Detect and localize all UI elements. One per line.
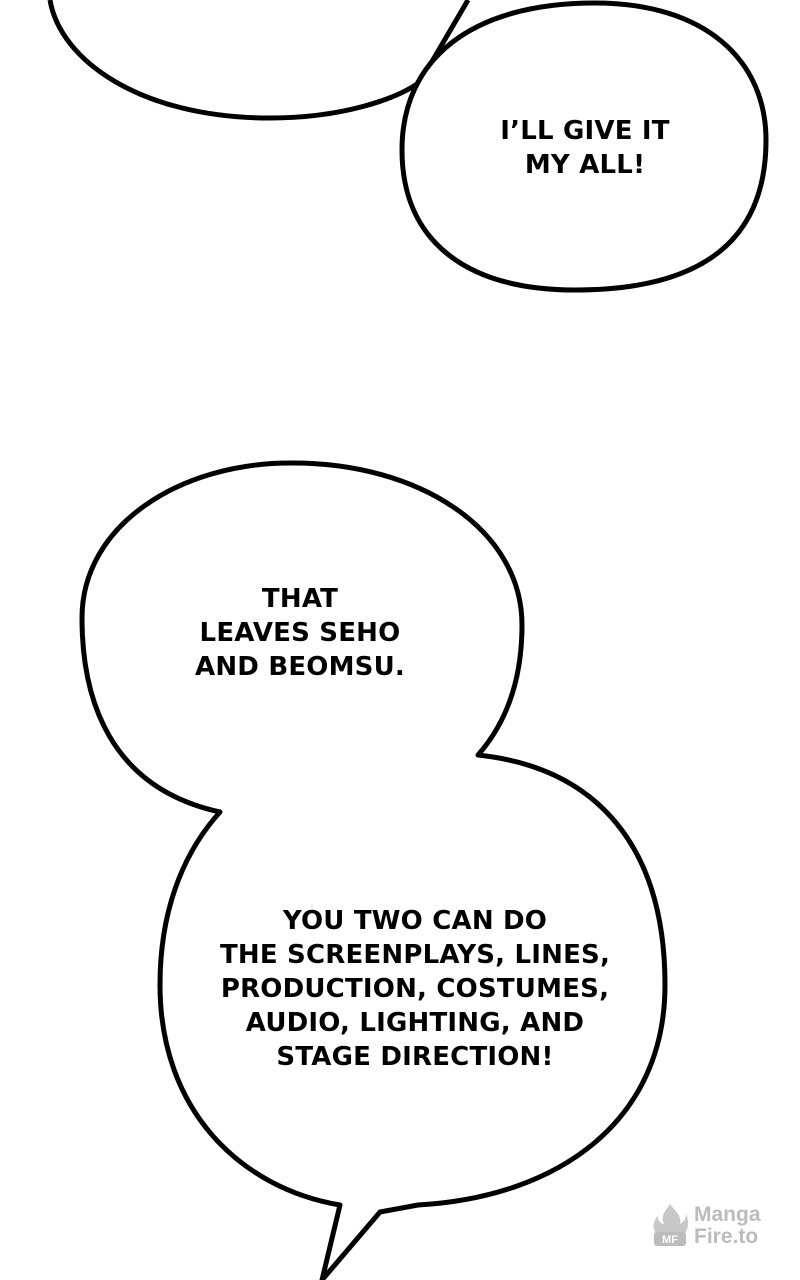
- bubble-top-right-outline: [399, 0, 769, 293]
- bubble-text-give-it-my-all: I’LL GIVE IT MY ALL!: [470, 114, 700, 182]
- mangafire-watermark: MF Manga Fire.to: [650, 1200, 780, 1252]
- watermark-line-1: Manga: [694, 1203, 761, 1226]
- mangafire-logo-icon: MF: [653, 1204, 689, 1246]
- bubble-text-you-two-can-do: YOU TWO CAN DO THE SCREENPLAYS, LINES, P…: [200, 904, 630, 1074]
- svg-text:MF: MF: [662, 1234, 678, 1246]
- bubble-text-leaves-seho: THAT LEAVES SEHO AND BEOMSU.: [180, 582, 420, 684]
- bubble-line: AND BEOMSU.: [195, 652, 405, 682]
- bubble-line: I’LL GIVE IT: [500, 116, 670, 146]
- bubble-combined-outline: [79, 460, 668, 1280]
- bubble-line: STAGE DIRECTION!: [276, 1042, 554, 1072]
- bubble-line: PRODUCTION, COSTUMES,: [220, 974, 610, 1004]
- bubble-line: AUDIO, LIGHTING, AND: [245, 1008, 585, 1038]
- bubble-line: THE SCREENPLAYS, LINES,: [219, 940, 611, 970]
- bubble-line: YOU TWO CAN DO: [282, 906, 548, 936]
- bubble-line: LEAVES SEHO: [199, 618, 401, 648]
- bubble-line: THAT: [261, 584, 339, 614]
- bubble-line: MY ALL!: [524, 150, 646, 180]
- bubble-top-left-outline: [47, 0, 471, 121]
- watermark-line-2: Fire.to: [694, 1225, 759, 1248]
